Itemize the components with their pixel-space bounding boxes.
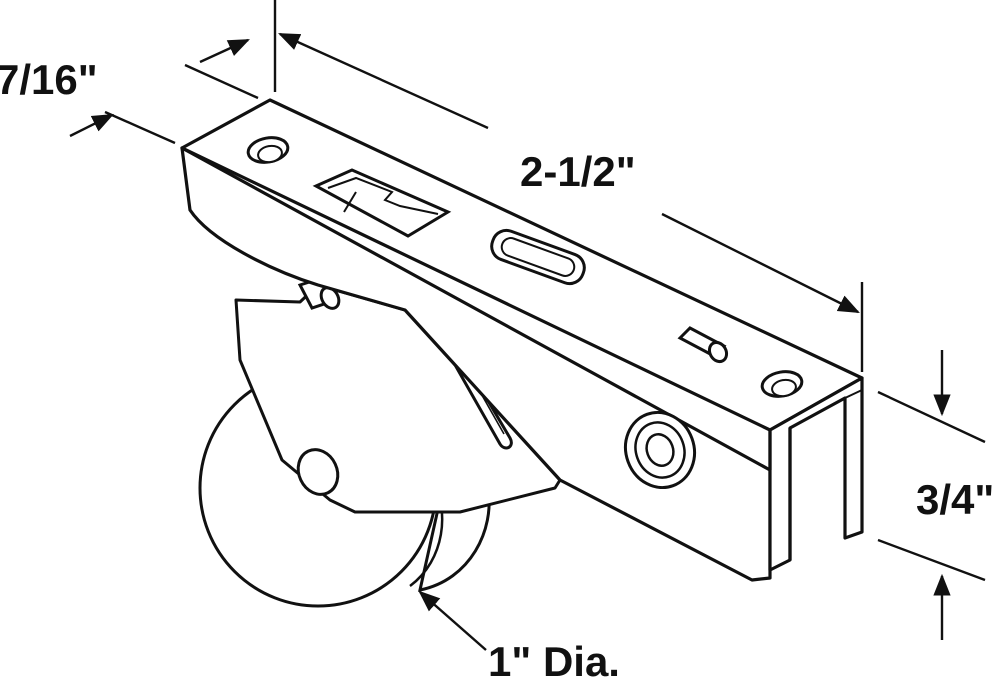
wheel-diameter-label: 1" Dia. — [488, 638, 620, 681]
length-dimension-arrow-left — [278, 32, 489, 130]
adjuster-opening — [312, 168, 452, 238]
depth-label: 7/16" — [0, 56, 98, 103]
depth-dimension-arrow-top — [199, 38, 250, 64]
housing-features — [246, 136, 804, 490]
wheel-diameter-leader — [418, 590, 487, 651]
length-label: 2-1/2" — [520, 148, 636, 195]
length-dimension-arrow-right — [661, 212, 860, 314]
dimension-lines — [69, 0, 986, 651]
depth-dimension-arrow-bottom — [69, 113, 114, 138]
height-label: 3/4" — [916, 476, 994, 523]
